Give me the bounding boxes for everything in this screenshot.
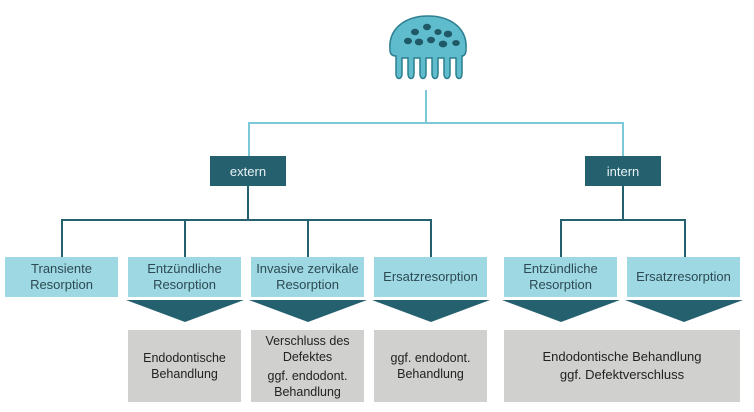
type-ersatzresorption-extern: Ersatzresorption [374, 257, 487, 297]
type-label-line1: Invasive zervikale [256, 261, 359, 276]
extern-branch-line [61, 219, 431, 221]
root-stem [425, 90, 427, 123]
type-label-line2: Resorption [30, 277, 93, 292]
category-extern-label: extern [229, 163, 267, 179]
type-label-line1: Ersatzresorption [636, 269, 731, 284]
treatment-line: Defektes [282, 349, 333, 364]
treatment-line: Endodontische [143, 351, 226, 365]
category-extern: extern [210, 156, 286, 186]
treatment-verschluss-des-defektes: Verschluss des Defektes ggf. endodont. B… [251, 330, 364, 402]
type-label-line1: Transiente [31, 261, 92, 276]
category-intern-label: intern [606, 163, 640, 179]
treatment-endodontische-behandlung: Endodontische Behandlung [128, 330, 241, 402]
extern-drop-1 [61, 219, 63, 257]
category-intern: intern [585, 156, 661, 186]
treatment-intern: Endodontische Behandlung ggf. Defektvers… [504, 330, 740, 402]
arrow-down-icon [249, 300, 367, 322]
extern-down-stem [247, 186, 249, 220]
treatment-line: Verschluss des [265, 333, 350, 348]
intern-down-stem [622, 186, 624, 220]
treatment-ggf-endodont-behandlung: ggf. endodont. Behandlung [374, 330, 487, 402]
treatment-line: ggf. Defektverschluss [559, 367, 685, 382]
treatment-line: Endodontische Behandlung [542, 349, 702, 364]
type-label-line1: Entzündliche [523, 261, 598, 276]
extern-drop-2 [184, 219, 186, 257]
type-entzuendliche-resorption-intern: Entzündliche Resorption [504, 257, 617, 297]
arrow-down-icon [126, 300, 244, 322]
type-label-line2: Resorption [153, 277, 216, 292]
intern-drop-2 [684, 219, 686, 257]
extern-drop-4 [430, 219, 432, 257]
arrow-down-icon [372, 300, 490, 322]
type-invasive-zervikale-resorption: Invasive zervikale Resorption [251, 257, 364, 297]
extern-drop-3 [307, 219, 309, 257]
treatment-line: Behandlung [151, 367, 218, 381]
type-ersatzresorption-intern: Ersatzresorption [627, 257, 740, 297]
arrow-down-icon [625, 300, 743, 322]
treatment-line: ggf. endodont. [267, 368, 348, 383]
type-label-line2: Resorption [529, 277, 592, 292]
type-transiente-resorption: Transiente Resorption [5, 257, 118, 297]
intern-branch-line [560, 219, 686, 221]
intern-drop-1 [560, 219, 562, 257]
treatment-line: Behandlung [397, 367, 464, 381]
treatment-line: ggf. endodont. [390, 351, 471, 365]
type-label-line1: Ersatzresorption [383, 269, 478, 284]
root-branch-line [248, 122, 623, 124]
extern-stem [248, 122, 250, 156]
type-entzuendliche-resorption-extern: Entzündliche Resorption [128, 257, 241, 297]
type-label-line2: Resorption [276, 277, 339, 292]
tooth-jellyfish-icon [389, 15, 467, 80]
treatment-line: Behandlung [274, 384, 341, 399]
type-label-line1: Entzündliche [147, 261, 222, 276]
arrow-down-icon [502, 300, 620, 322]
intern-stem [622, 122, 624, 156]
